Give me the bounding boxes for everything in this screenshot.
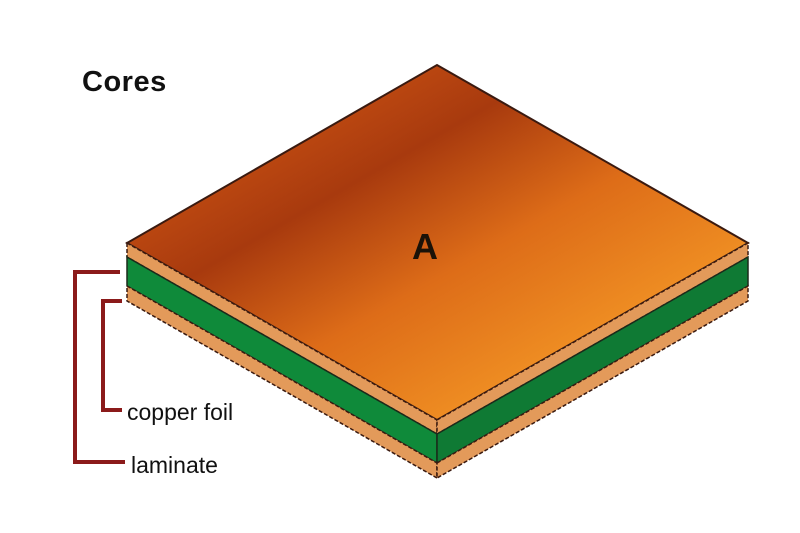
- copper-foil-label: copper foil: [127, 399, 234, 425]
- laminate-bracket: [73, 270, 125, 464]
- copper-foil-top-edge-left: [126, 241, 438, 436]
- copper-foil-bracket: [101, 299, 122, 412]
- copper-foil-bottom-edge-left: [126, 284, 438, 480]
- laminate-label: laminate: [131, 452, 218, 478]
- layer-label-a: A: [412, 226, 438, 267]
- diagram-title: Cores: [82, 66, 167, 98]
- copper-foil-bottom-edge-right: [436, 284, 749, 480]
- copper-foil-top-edge-right: [436, 241, 749, 436]
